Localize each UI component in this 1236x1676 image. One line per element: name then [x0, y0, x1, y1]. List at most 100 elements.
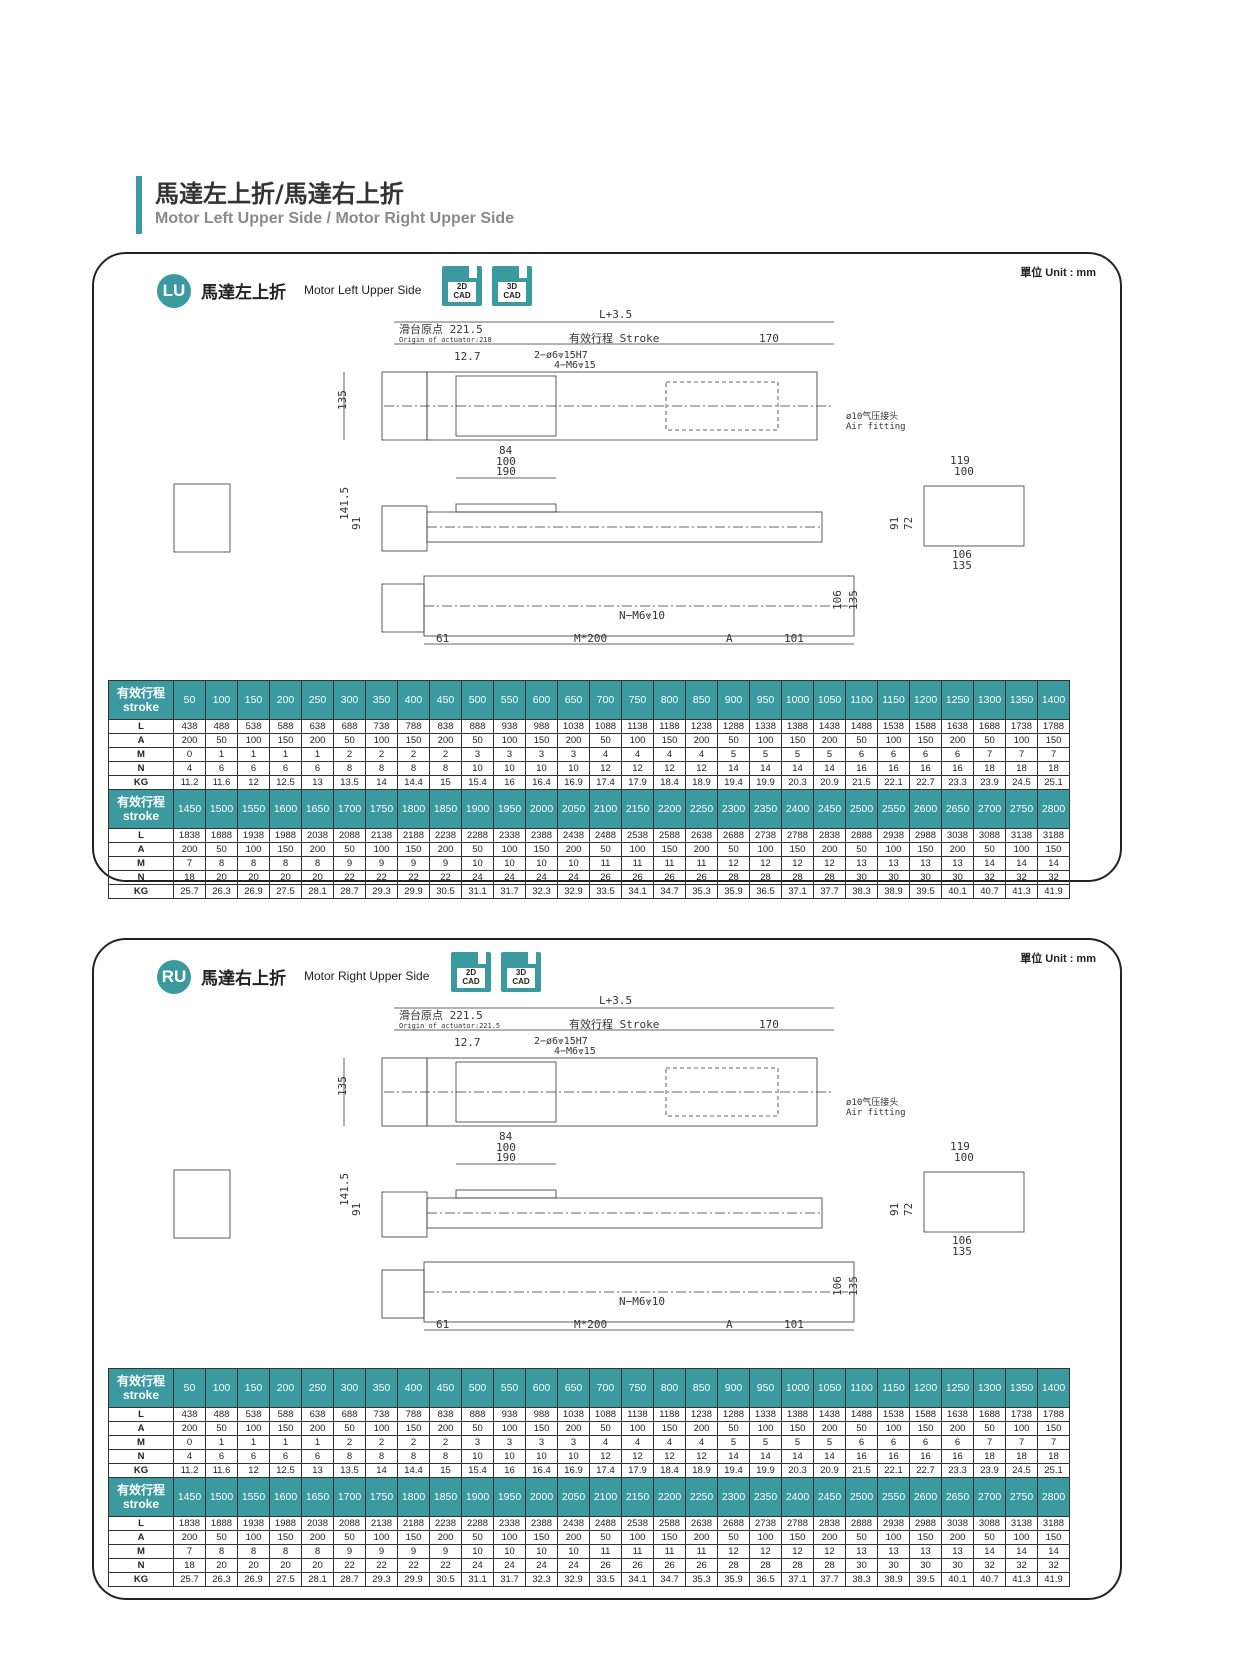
stroke-value: 1650 [301, 789, 334, 829]
stroke-value: 2000 [525, 789, 558, 829]
table-cell: 1138 [621, 719, 654, 734]
table-cell: 688 [333, 719, 366, 734]
table-cell: 14 [717, 1449, 750, 1464]
table-cell: 20 [237, 870, 270, 885]
table-cell: 1288 [717, 1407, 750, 1422]
stroke-value: 2450 [813, 1477, 846, 1517]
svg-text:有效行程 Stroke: 有效行程 Stroke [569, 1017, 659, 1031]
table-cell: 11 [653, 856, 686, 871]
table-cell: 17.9 [621, 775, 654, 790]
table-cell: 22 [429, 1558, 462, 1573]
stroke-value: 1000 [781, 1368, 814, 1408]
stroke-value: 200 [269, 680, 302, 720]
svg-text:ø10气压接头: ø10气压接头 [846, 410, 898, 422]
table-cell: 6 [845, 1435, 878, 1450]
svg-text:Origin of actuator:221.5: Origin of actuator:221.5 [399, 1022, 500, 1030]
table-cell: 50 [589, 1530, 622, 1545]
table-cell: 200 [685, 733, 718, 748]
table-cell: 2 [333, 1435, 366, 1450]
table-cell: 8 [301, 856, 334, 871]
table-cell: 31.1 [461, 1572, 494, 1587]
table-cell: 13 [941, 856, 974, 871]
table-cell: 13 [909, 856, 942, 871]
table-cell: 28 [717, 870, 750, 885]
table-cell: 22 [365, 1558, 398, 1573]
table-cell: 12 [813, 1544, 846, 1559]
table-cell: 32 [1005, 870, 1038, 885]
table-cell: 100 [749, 1530, 782, 1545]
table-cell: 9 [333, 1544, 366, 1559]
table-cell: 438 [173, 1407, 206, 1422]
table-cell: 150 [909, 1421, 942, 1436]
table-cell: 838 [429, 719, 462, 734]
table-cell: 10 [461, 761, 494, 776]
table-cell: 24 [461, 870, 494, 885]
svg-text:有效行程 Stroke: 有效行程 Stroke [569, 331, 659, 345]
table-cell: 26 [621, 1558, 654, 1573]
table-cell: 35.9 [717, 1572, 750, 1587]
table-cell: 1088 [589, 719, 622, 734]
table-cell: 588 [269, 719, 302, 734]
table-cell: 26.9 [237, 884, 270, 899]
stroke-value: 550 [493, 680, 526, 720]
svg-text:190: 190 [496, 465, 516, 478]
stroke-value: 1600 [269, 789, 302, 829]
table-cell: 1538 [877, 719, 910, 734]
table-cell: 23.3 [941, 1463, 974, 1478]
row-label: N [108, 1558, 174, 1573]
row-label: KG [108, 775, 174, 790]
table-cell: 7 [1037, 747, 1070, 762]
table-cell: 50 [205, 733, 238, 748]
table-cell: 8 [429, 761, 462, 776]
table-cell: 30 [845, 1558, 878, 1573]
table-cell: 8 [429, 1449, 462, 1464]
stroke-value: 700 [589, 680, 622, 720]
table-cell: 16 [493, 775, 526, 790]
svg-text:91: 91 [888, 517, 901, 530]
table-cell: 6 [237, 761, 270, 776]
table-cell: 1 [269, 747, 302, 762]
table-cell: 2738 [749, 828, 782, 843]
table-cell: 100 [621, 733, 654, 748]
table-cell: 200 [429, 842, 462, 857]
table-cell: 3038 [941, 828, 974, 843]
svg-text:Air fitting: Air fitting [846, 1108, 906, 1118]
svg-text:ø10气压接头: ø10气压接头 [846, 1096, 898, 1108]
svg-text:141.5: 141.5 [338, 1173, 351, 1206]
table-cell: 1 [237, 747, 270, 762]
table-cell: 150 [1037, 733, 1070, 748]
table-cell: 35.9 [717, 884, 750, 899]
table-cell: 150 [269, 1421, 302, 1436]
panel-title-zh: 馬達右上折 [201, 969, 286, 989]
table-cell: 18 [973, 761, 1006, 776]
table-cell: 538 [237, 1407, 270, 1422]
table-cell: 1988 [269, 828, 302, 843]
table-cell: 100 [621, 842, 654, 857]
table-cell: 16 [845, 1449, 878, 1464]
table-cell: 13 [845, 856, 878, 871]
table-cell: 27.5 [269, 884, 302, 899]
table-cell: 32.9 [557, 1572, 590, 1587]
stroke-value: 2600 [909, 789, 942, 829]
table-cell: 13.5 [333, 1463, 366, 1478]
table-cell: 16 [877, 761, 910, 776]
stroke-value: 2700 [973, 1477, 1006, 1517]
row-label: A [108, 1421, 174, 1436]
table-cell: 9 [333, 856, 366, 871]
table-cell: 150 [269, 1530, 302, 1545]
table-cell: 2 [397, 747, 430, 762]
table-cell: 200 [941, 733, 974, 748]
table-cell: 200 [301, 842, 334, 857]
table-cell: 6 [845, 747, 878, 762]
table-cell: 100 [749, 1421, 782, 1436]
table-cell: 3138 [1005, 828, 1038, 843]
table-cell: 5 [813, 747, 846, 762]
